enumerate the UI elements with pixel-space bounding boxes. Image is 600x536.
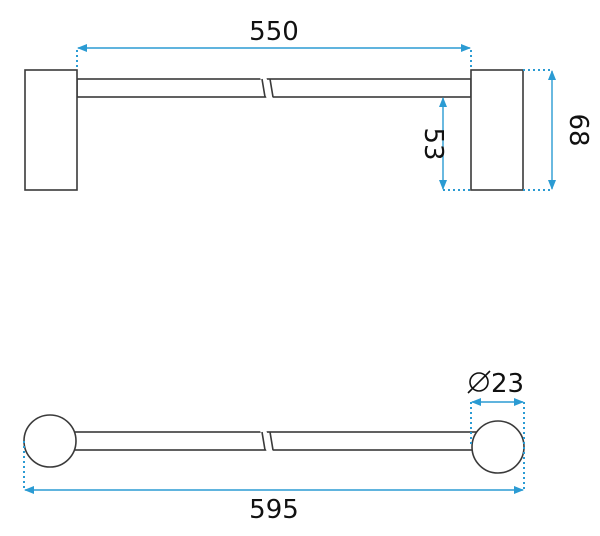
- top-bar: [76, 76, 472, 100]
- diameter-label: 23: [491, 369, 524, 399]
- bottom-view: 23 595: [23, 369, 525, 525]
- total-length-dimension: 595: [23, 441, 524, 525]
- bottom-bar: [69, 429, 481, 453]
- bar-height-label: 53: [418, 127, 448, 160]
- right-wall-block: [470, 69, 524, 191]
- top-view: 550 53 68: [24, 17, 593, 191]
- diameter-dimension: 23: [467, 369, 525, 490]
- right-end-cap: [471, 420, 525, 474]
- left-wall-block: [24, 69, 78, 191]
- left-end-cap: [23, 414, 77, 468]
- block-height-dimension: 68: [523, 69, 593, 191]
- length-dimension: 550: [76, 17, 472, 70]
- block-height-label: 68: [563, 113, 593, 146]
- total-length-label: 595: [249, 495, 299, 525]
- length-label: 550: [249, 17, 299, 47]
- diameter-icon: [467, 370, 491, 394]
- bar-height-dimension: 53: [418, 97, 471, 191]
